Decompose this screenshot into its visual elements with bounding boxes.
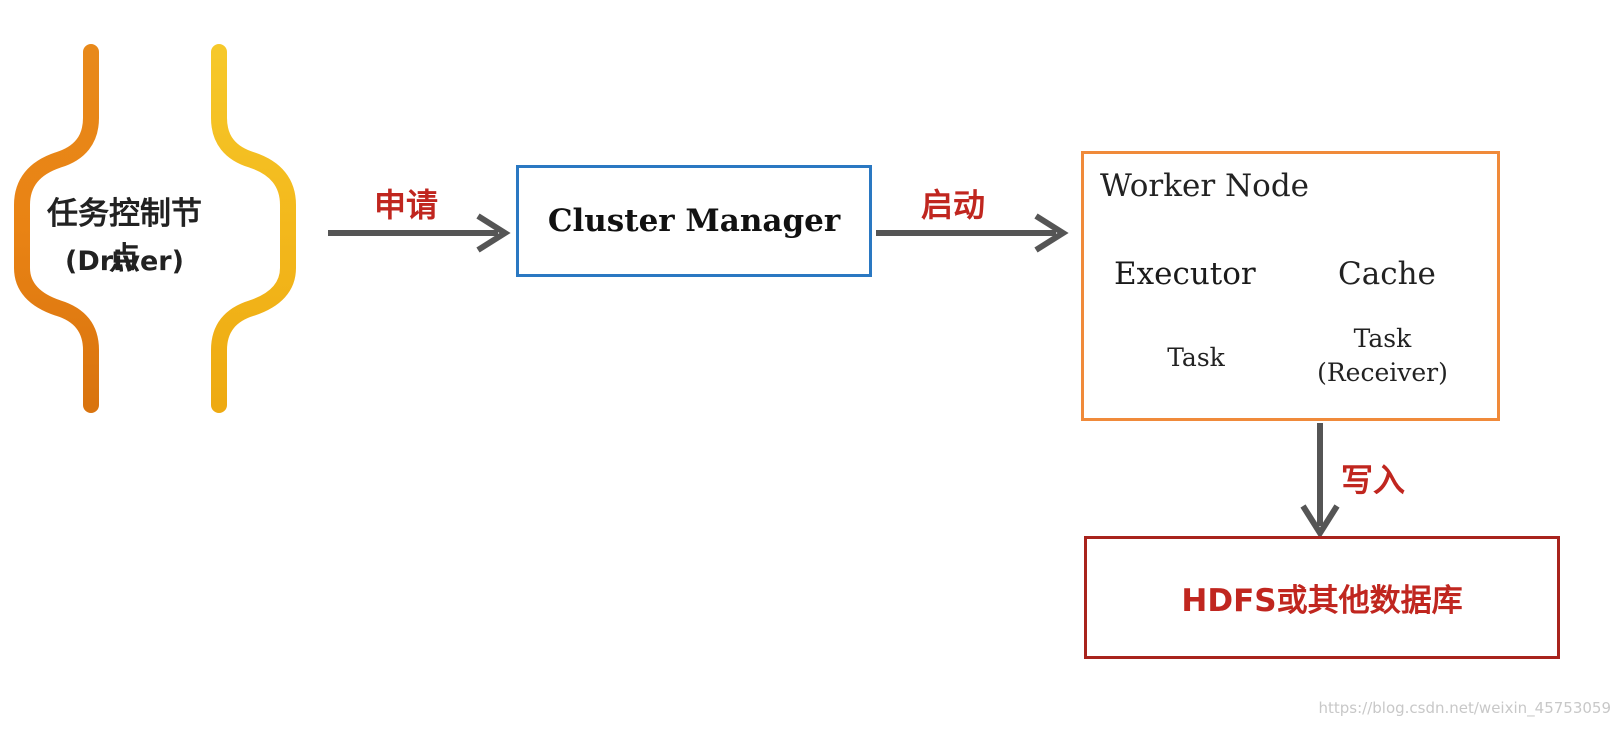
driver-right-brace	[211, 44, 296, 413]
arrow-launch	[876, 213, 1069, 253]
apply-label: 申请	[374, 186, 439, 224]
storage-box: HDFS或其他数据库	[1084, 536, 1560, 659]
cache-label: Cache	[1338, 256, 1436, 292]
launch-label: 启动	[921, 186, 986, 224]
receiver-task-sublabel: (Receiver)	[1317, 358, 1448, 387]
cluster-manager-label: Cluster Manager	[547, 203, 841, 239]
write-label: 写入	[1341, 461, 1406, 499]
executor-label: Executor	[1114, 256, 1256, 292]
receiver-task-label: Task	[1353, 324, 1412, 354]
storage-label: HDFS或其他数据库	[1181, 583, 1463, 619]
watermark: https://blog.csdn.net/weixin_45753059	[1318, 699, 1611, 717]
task-box: Task	[1117, 323, 1275, 393]
driver-subtitle: (Driver)	[65, 246, 184, 277]
task-label: Task	[1167, 343, 1225, 373]
worker-node-title: Worker Node	[1100, 168, 1310, 204]
receiver-task-box: Task (Receiver)	[1303, 319, 1462, 393]
driver-left-brace	[14, 44, 99, 413]
arrow-apply	[328, 213, 511, 253]
driver-title: 任务控制节点	[47, 196, 202, 277]
cluster-manager-box: Cluster Manager	[516, 165, 872, 277]
arrow-write	[1300, 423, 1340, 539]
